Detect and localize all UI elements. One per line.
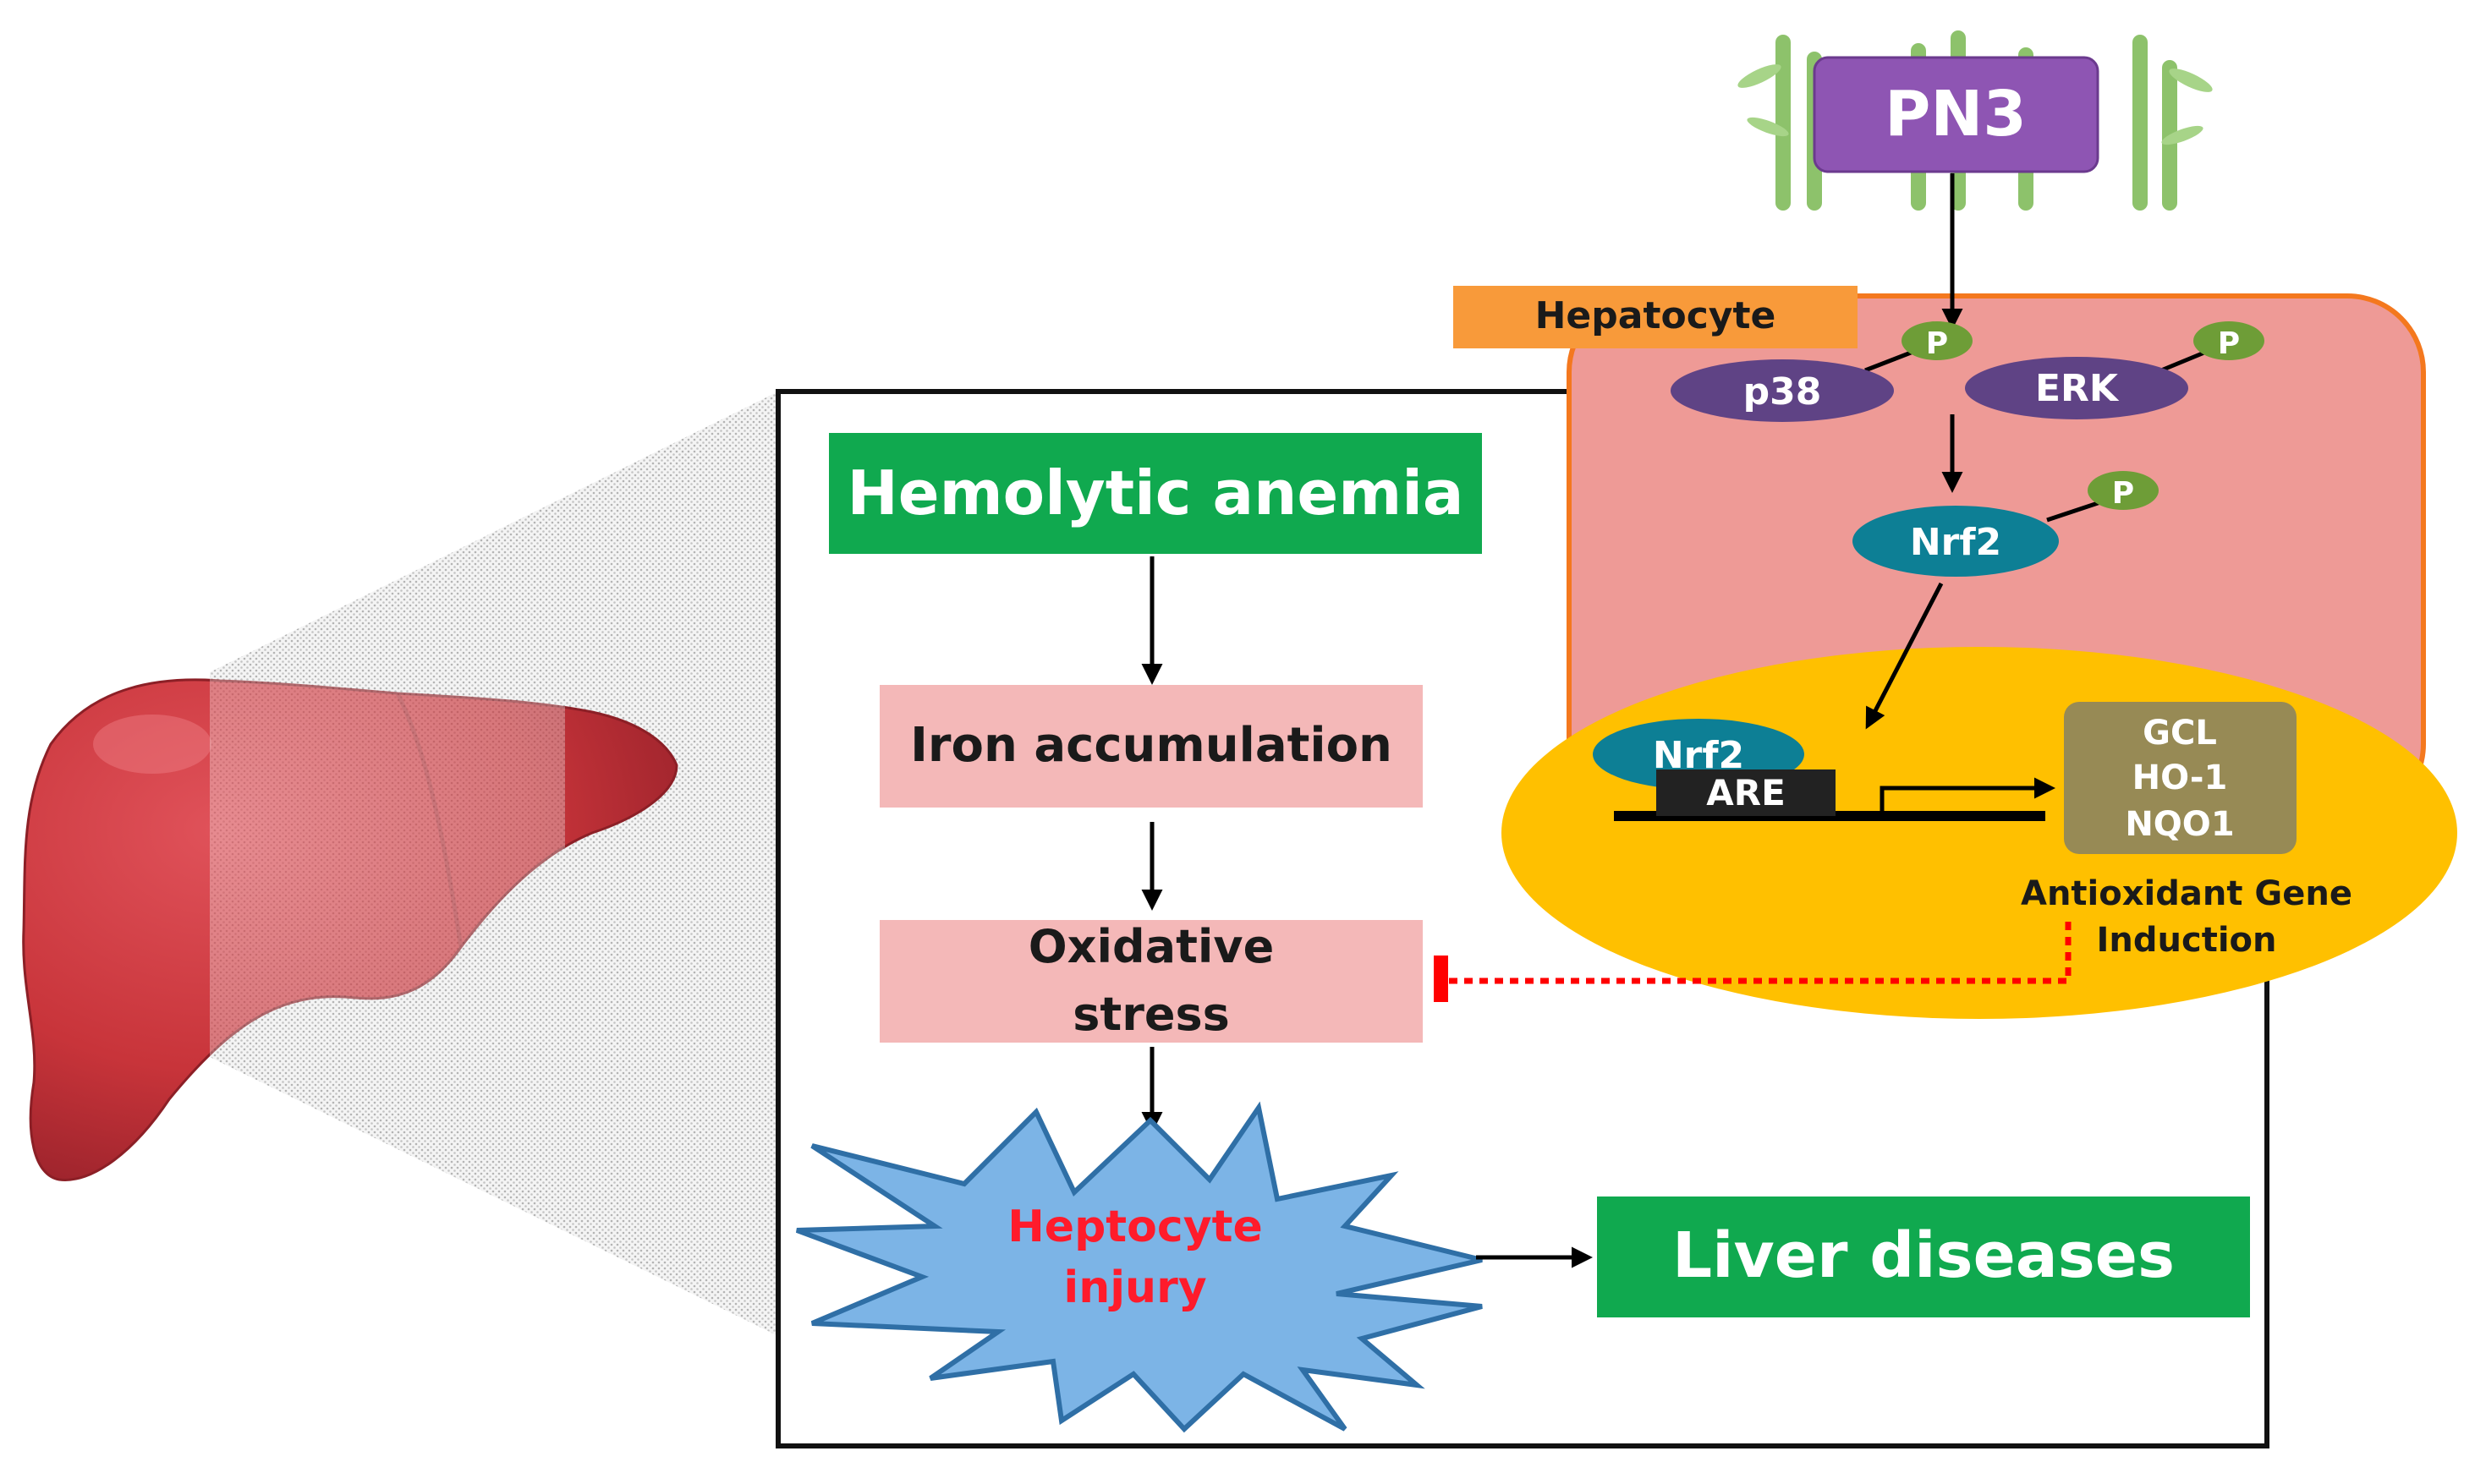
hepatocyte-tag <box>1453 286 1858 348</box>
are-element <box>1656 769 1836 816</box>
pn3-label: PN3 <box>1885 78 2027 151</box>
liver-illustration <box>22 676 678 1181</box>
p38-phospho-label: P <box>1926 326 1948 361</box>
oxidative-stress-label-line2: stress <box>1073 988 1230 1041</box>
p38-phospho-icon <box>1902 321 1973 360</box>
p38-label: p38 <box>1743 370 1822 413</box>
p38-node <box>1671 359 1894 422</box>
oxidative-stress-box <box>880 920 1423 1043</box>
inhibition-bar <box>1434 956 1448 1002</box>
hepatocyte-injury-label-line1: Heptocyte <box>1007 1202 1262 1252</box>
hemolytic-anemia-label: Hemolytic anemia <box>848 457 1464 528</box>
gene-gcl: GCL <box>2143 714 2217 753</box>
erk-node <box>1965 357 2188 419</box>
gene-nqo1: NQO1 <box>2125 805 2234 844</box>
hepatocyte-injury-starburst <box>795 1101 1483 1433</box>
nrf2-phospho-icon <box>2088 471 2159 510</box>
iron-accumulation-label: Iron accumulation <box>910 718 1392 773</box>
antioxidant-caption-line2: Induction <box>2097 921 2277 960</box>
hepatocyte-label: Hepatocyte <box>1535 294 1776 337</box>
erk-phospho-icon <box>2193 321 2264 360</box>
pn3-box <box>1813 56 2099 173</box>
are-label: ARE <box>1706 772 1786 813</box>
hemolytic-anemia-box <box>829 433 1482 554</box>
iron-accumulation-box <box>880 685 1423 808</box>
hepatocyte-injury-label-line2: injury <box>1063 1262 1206 1313</box>
transcription-arrow <box>1880 777 2055 812</box>
liver-diseases-box <box>1597 1197 2250 1317</box>
arrow-nrf2-translocation <box>1865 582 1944 730</box>
bamboo-leaves <box>1737 64 2213 145</box>
oxidative-stress-label-line1: Oxidative <box>1029 920 1275 973</box>
nrf2-cytoplasm-node <box>1852 506 2059 577</box>
antioxidant-caption-line1: Antioxidant Gene <box>2021 874 2352 913</box>
inhibition-line <box>1448 922 2072 984</box>
erk-phospho-label: P <box>2218 326 2240 361</box>
antioxidant-genes-box <box>2064 702 2297 854</box>
gene-ho1: HO-1 <box>2132 758 2228 797</box>
nucleus <box>1501 647 2457 1019</box>
nrf2-phospho-label: P <box>2112 476 2134 511</box>
liver-diseases-label: Liver diseases <box>1672 1219 2175 1292</box>
nrf2-cytoplasm-label: Nrf2 <box>1910 521 2001 564</box>
erk-label: ERK <box>2035 367 2120 410</box>
